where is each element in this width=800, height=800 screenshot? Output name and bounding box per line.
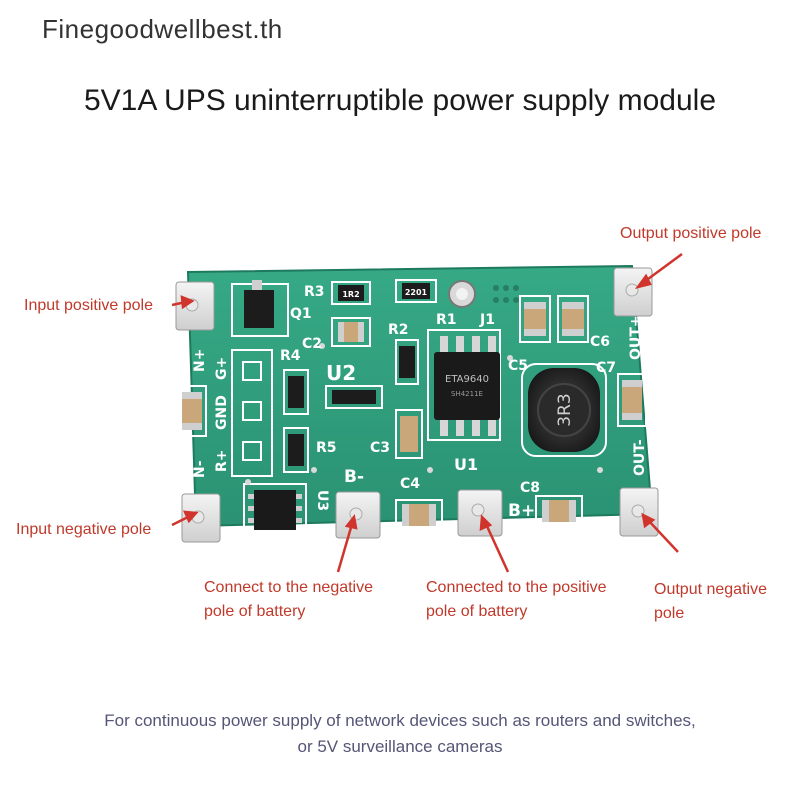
label-output-negative: Output negative pole <box>654 578 767 626</box>
c3-capacitor <box>395 409 423 459</box>
c8-capacitor <box>535 495 583 527</box>
silkscreen-u1: U1 <box>454 455 478 474</box>
c6-capacitor <box>557 295 589 343</box>
silkscreen-c8: C8 <box>520 480 540 496</box>
arrow-battery-positive <box>484 523 510 573</box>
silkscreen-r1-code: 2201 <box>405 288 428 297</box>
silkscreen-n-plus: N+ <box>192 349 208 372</box>
label-battery-positive-line2: pole of battery <box>426 603 528 620</box>
header-dots <box>493 285 519 303</box>
c5-capacitor <box>519 295 551 343</box>
silkscreen-gnd: GND <box>214 395 230 430</box>
silkscreen-r3: R3 <box>304 284 325 300</box>
label-battery-negative: Connect to the negative pole of battery <box>204 576 373 624</box>
j1-led <box>448 280 476 308</box>
r4-resistor <box>283 369 309 415</box>
silkscreen-c5: C5 <box>508 358 528 374</box>
c4-capacitor <box>395 499 443 531</box>
silkscreen-out-minus: OUT- <box>632 439 648 476</box>
label-input-positive: Input positive pole <box>24 297 153 314</box>
u2-header <box>231 349 273 477</box>
silkscreen-ic-mark: ETA9640 <box>445 374 489 385</box>
silkscreen-c4: C4 <box>400 476 420 492</box>
r5-resistor <box>283 427 309 473</box>
u2-chip <box>325 385 383 409</box>
silkscreen-c7: C7 <box>596 360 616 376</box>
silkscreen-ic-code: SH4211E <box>451 390 483 398</box>
label-input-negative: Input negative pole <box>16 521 152 538</box>
silkscreen-r1: R1 <box>436 312 457 328</box>
silkscreen-b-plus: B+ <box>508 501 535 521</box>
label-battery-positive: Connected to the positive pole of batter… <box>426 576 607 624</box>
silkscreen-c3: C3 <box>370 440 390 456</box>
arrow-battery-negative <box>336 523 354 573</box>
silkscreen-u3: U3 <box>314 490 330 511</box>
silkscreen-r5: R5 <box>316 440 337 456</box>
footer-description: For continuous power supply of network d… <box>0 708 800 760</box>
silkscreen-out-plus: OUT+ <box>628 315 644 360</box>
silkscreen-j1: J1 <box>479 312 495 328</box>
silkscreen-inductor: 3R3 <box>555 393 575 426</box>
silkscreen-r-plus: R+ <box>214 449 230 472</box>
label-battery-negative-line1: Connect to the negative <box>204 579 374 596</box>
footer-line-1: For continuous power supply of network d… <box>104 711 696 730</box>
silkscreen-b-minus: B- <box>344 467 364 487</box>
silkscreen-n-minus: N- <box>192 460 208 478</box>
arrow-output-positive <box>643 252 683 284</box>
store-watermark: Finegoodwellbest.th <box>42 14 283 44</box>
product-title: 5V1A UPS uninterruptible power supply mo… <box>83 84 717 117</box>
q1-transistor <box>231 280 289 337</box>
u1-ic: ETA9640 SH4211E <box>427 329 501 441</box>
silkscreen-r4: R4 <box>280 348 301 364</box>
u3-chip <box>243 483 307 537</box>
footer-line-2: or 5V surveillance cameras <box>297 737 503 756</box>
label-battery-positive-line1: Connected to the positive <box>426 579 607 596</box>
silkscreen-c6: C6 <box>590 334 610 350</box>
label-output-positive: Output positive pole <box>620 225 762 242</box>
silkscreen-q1: Q1 <box>290 306 312 322</box>
label-battery-negative-line2: pole of battery <box>204 603 306 620</box>
silkscreen-r3-code: 1R2 <box>342 290 359 299</box>
input-capacitor <box>177 385 207 437</box>
label-output-negative-line1: Output negative <box>654 581 767 598</box>
r1-resistor: 2201 <box>395 279 437 303</box>
silkscreen-u2: U2 <box>326 361 356 385</box>
r2-resistor <box>395 339 419 385</box>
c2-capacitor <box>331 317 371 347</box>
label-output-negative-line2: pole <box>654 605 685 622</box>
inductor-3r3: 3R3 <box>521 363 607 457</box>
callout-arrows <box>171 252 683 573</box>
silkscreen-g-plus: G+ <box>214 357 230 380</box>
silkscreen-c2: C2 <box>302 336 322 352</box>
silkscreen-labels: R3 Q1 R1 J1 R2 C2 R4 U2 R5 C3 U1 C5 C6 C… <box>192 284 648 521</box>
vias <box>245 343 603 485</box>
arrow-output-negative <box>647 519 679 553</box>
silkscreen-r2: R2 <box>388 322 409 338</box>
r3-resistor: 1R2 <box>331 281 371 305</box>
c7-capacitor <box>617 373 647 427</box>
